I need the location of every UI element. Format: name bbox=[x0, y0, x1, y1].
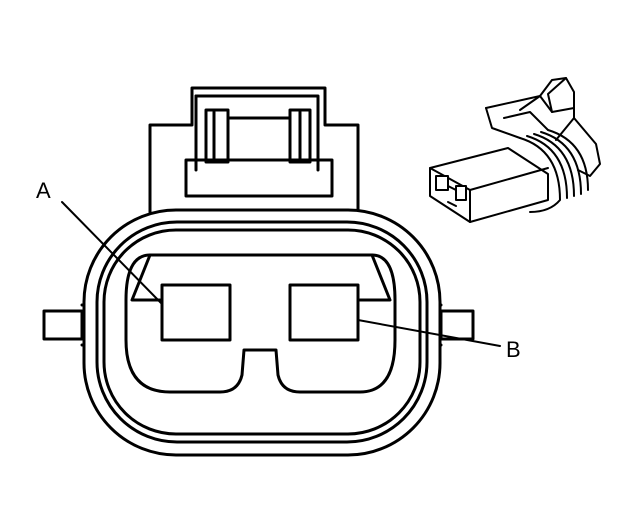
right-peg bbox=[439, 309, 475, 341]
connector-3d-icon bbox=[429, 77, 601, 223]
leader-line-a bbox=[61, 201, 163, 305]
connector-cavity bbox=[124, 253, 397, 394]
terminal-a bbox=[160, 283, 232, 342]
connector-outer-shell bbox=[82, 208, 442, 457]
left-peg bbox=[42, 309, 84, 341]
callout-label-a: A bbox=[36, 178, 51, 203]
callout-label-b: B bbox=[506, 337, 521, 362]
leader-line-b bbox=[357, 319, 501, 347]
latch-housing bbox=[148, 86, 360, 214]
terminal-b bbox=[288, 283, 360, 342]
